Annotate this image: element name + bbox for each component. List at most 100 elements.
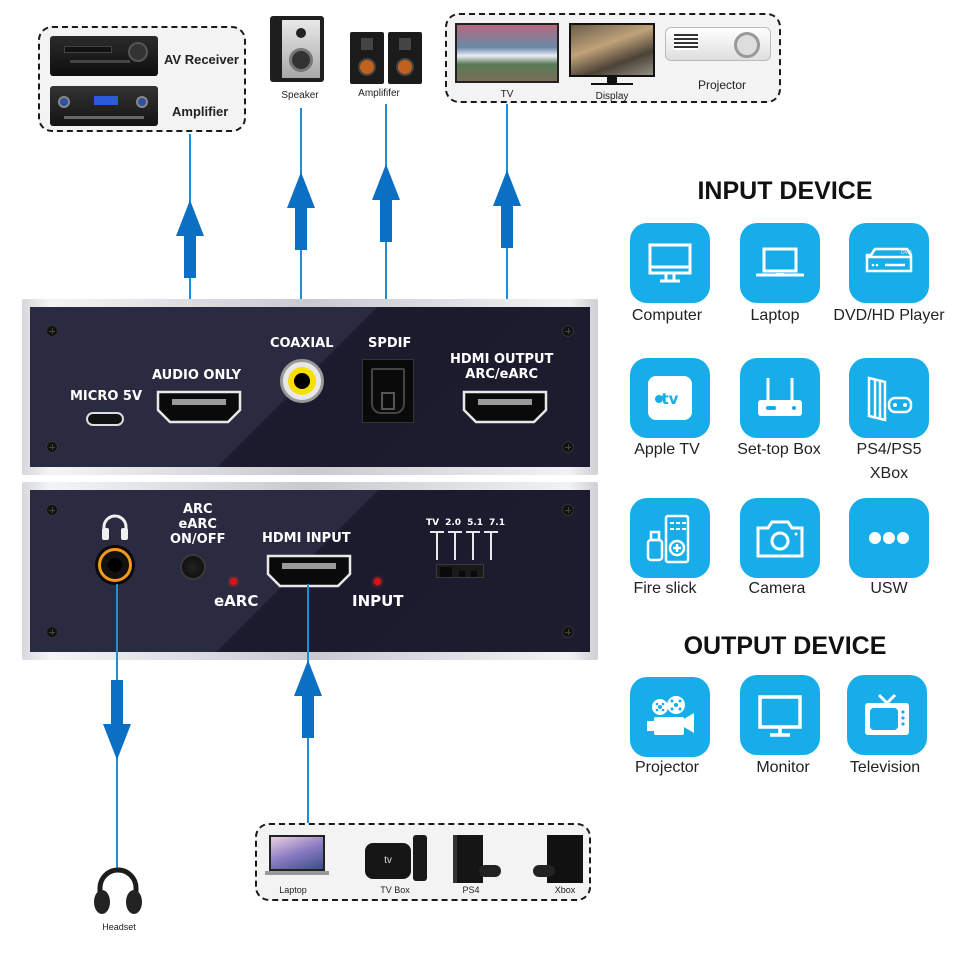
set-top-box-label: Set-top Box bbox=[737, 441, 821, 458]
arrow-up-hdmi-input bbox=[294, 660, 322, 738]
game-console-label-line1: PS4/PS5 bbox=[856, 441, 922, 458]
display-output-group: TV Display Projector bbox=[445, 13, 781, 103]
tv-label: TV bbox=[500, 89, 514, 100]
laptop-label: Laptop bbox=[750, 307, 800, 324]
audio-output-group: AV Receiver Amplifier bbox=[38, 26, 246, 132]
coaxial-port[interactable] bbox=[280, 359, 324, 403]
laptop-icon bbox=[756, 247, 804, 277]
xbox-label: Xbox bbox=[554, 885, 576, 895]
svg-text:DVD: DVD bbox=[901, 250, 912, 256]
hdmi-input-port[interactable] bbox=[266, 554, 352, 588]
ps4-controller-icon bbox=[479, 865, 501, 877]
tv-box-label: TV Box bbox=[380, 885, 410, 895]
headset-label: Headset bbox=[102, 922, 136, 932]
amplifier-label: Amplifier bbox=[172, 104, 229, 119]
amplifier-icon bbox=[50, 86, 158, 126]
computer-label: Computer bbox=[631, 307, 703, 324]
projector-icon bbox=[665, 27, 771, 61]
arrow-up-coaxial bbox=[287, 172, 315, 250]
screw bbox=[562, 626, 574, 638]
computer-icon bbox=[648, 243, 692, 283]
more-icon bbox=[869, 532, 909, 544]
tv-icon bbox=[455, 23, 559, 83]
xbox-controller-icon bbox=[533, 865, 555, 877]
game-console-tile bbox=[849, 358, 929, 438]
television-icon bbox=[865, 693, 909, 735]
switch-label-7-1: 7.1 bbox=[489, 518, 505, 528]
monitor-icon bbox=[758, 695, 802, 737]
av-receiver-label: AV Receiver bbox=[164, 52, 239, 67]
switch-label-2-0: 2.0 bbox=[445, 518, 462, 528]
screw bbox=[46, 504, 58, 516]
fire-stick-label: Fire slick bbox=[633, 580, 697, 597]
arrow-down-headphone bbox=[103, 680, 131, 760]
dvd-player-label: DVD/HD Player bbox=[833, 307, 945, 324]
channel-selector-slider[interactable] bbox=[436, 564, 484, 578]
screw bbox=[562, 504, 574, 516]
arc-switch-label: ARC eARC ON/OFF bbox=[170, 502, 226, 547]
laptop-device-icon bbox=[265, 835, 329, 875]
apple-tv-icon: tv bbox=[648, 376, 692, 420]
micro-usb-port[interactable] bbox=[86, 412, 124, 426]
hdmi-input-label: HDMI INPUT bbox=[262, 531, 351, 546]
set-top-box-icon bbox=[758, 378, 802, 416]
screw bbox=[46, 626, 58, 638]
film-projector-tile bbox=[630, 677, 710, 757]
hdmi-audio-only-port[interactable] bbox=[156, 390, 242, 424]
arc-label-line3: ON/OFF bbox=[170, 532, 226, 547]
speaker-label: Speaker bbox=[281, 90, 319, 101]
spdif-label: SPDIF bbox=[368, 336, 412, 351]
arc-earc-toggle-button[interactable] bbox=[180, 554, 206, 580]
ps4-label: PS4 bbox=[462, 885, 480, 895]
output-device-title: OUTPUT DEVICE bbox=[683, 632, 887, 660]
headphone-jack[interactable] bbox=[98, 548, 132, 582]
television-label: Television bbox=[849, 759, 921, 776]
tv-remote-icon bbox=[413, 835, 427, 881]
dvd-player-icon: DVD bbox=[865, 247, 913, 273]
arrow-up-hdmi-output bbox=[493, 170, 521, 248]
set-top-box-tile bbox=[740, 358, 820, 438]
camera-label: Camera bbox=[748, 580, 806, 597]
camera-icon bbox=[756, 520, 804, 558]
channel-switch-labels: TV 2.0 5.1 7.1 bbox=[426, 516, 505, 531]
fire-stick-icon bbox=[646, 514, 690, 564]
spdif-optical-port[interactable] bbox=[362, 359, 414, 423]
earc-led bbox=[230, 578, 237, 585]
projector-label: Projector bbox=[697, 78, 747, 92]
laptop-tile bbox=[740, 223, 820, 303]
arrow-up-spdif bbox=[372, 164, 400, 242]
input-source-group: Laptop tv TV Box PS4 Xbox bbox=[255, 823, 591, 901]
game-console-label-line2: XBox bbox=[869, 465, 909, 482]
television-tile bbox=[847, 675, 927, 755]
display-icon bbox=[569, 23, 655, 77]
input-led-label: INPUT bbox=[352, 592, 404, 610]
hdmi-output-label: HDMI OUTPUT ARC/eARC bbox=[450, 352, 553, 382]
switch-tick-marks bbox=[430, 531, 498, 560]
input-led bbox=[374, 578, 381, 585]
headset-icon bbox=[94, 867, 142, 914]
fire-stick-tile bbox=[630, 498, 710, 578]
game-console-icon bbox=[867, 376, 913, 422]
hdmi-output-port[interactable] bbox=[462, 390, 548, 424]
arc-label-line1: ARC bbox=[182, 502, 213, 517]
earc-led-label: eARC bbox=[214, 592, 259, 610]
audio-only-label: AUDIO ONLY bbox=[152, 368, 242, 383]
laptop-label: Laptop bbox=[279, 885, 307, 895]
amplifier-speakers-label: Amplififer bbox=[358, 88, 400, 99]
headphone-icon bbox=[102, 514, 128, 540]
av-receiver-icon bbox=[50, 36, 158, 76]
projector-output-label: Projector bbox=[634, 759, 700, 776]
input-device-title: INPUT DEVICE bbox=[697, 177, 873, 205]
svg-text:tv: tv bbox=[662, 390, 679, 408]
apple-tv-label: Apple TV bbox=[634, 441, 700, 458]
film-projector-icon bbox=[647, 696, 694, 735]
speaker-icon bbox=[270, 16, 324, 82]
arc-label-line2: eARC bbox=[178, 517, 217, 532]
usw-label: USW bbox=[870, 580, 908, 597]
hdmi-output-label-line2: ARC/eARC bbox=[465, 367, 539, 382]
computer-tile bbox=[630, 223, 710, 303]
monitor-tile bbox=[740, 675, 820, 755]
arrow-up-audio-only bbox=[176, 200, 204, 278]
coaxial-label: COAXIAL bbox=[270, 336, 334, 351]
screw bbox=[562, 441, 574, 453]
